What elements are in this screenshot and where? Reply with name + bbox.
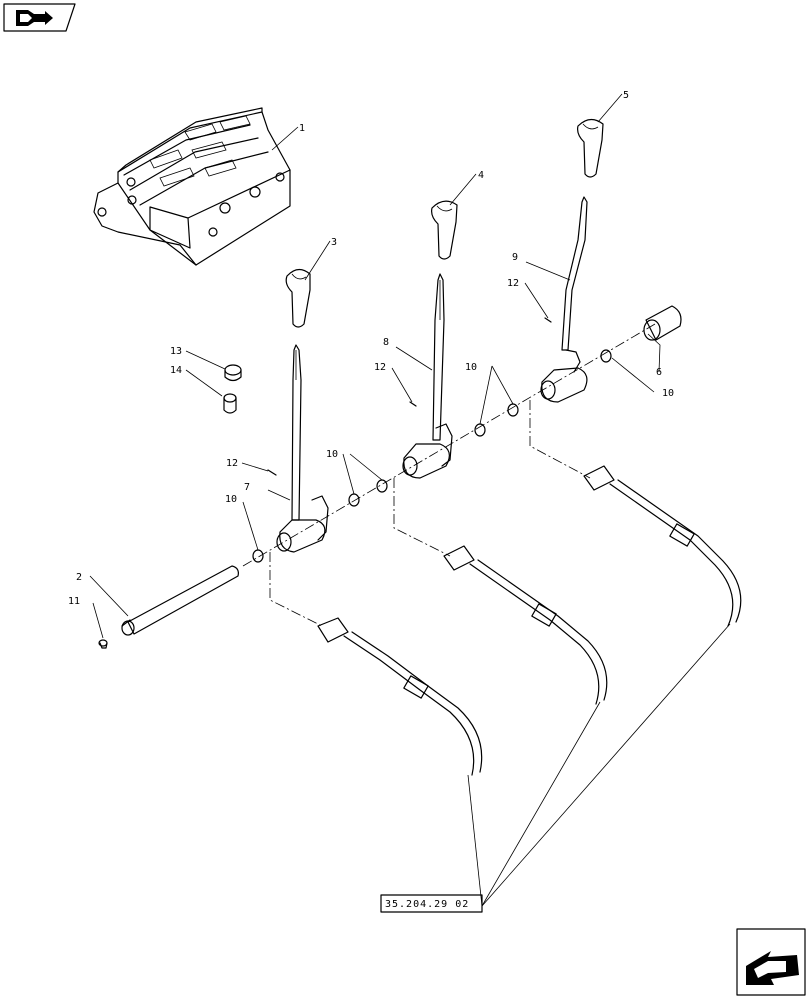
assembly-centerlines (242, 323, 656, 627)
callout-labels: 1 2 3 4 5 6 7 8 9 10 10 10 10 10 11 12 1… (68, 90, 674, 607)
callout-10-d: 10 (662, 388, 674, 399)
part-lever-7 (276, 344, 329, 553)
part-lever-9 (540, 196, 588, 403)
callout-5: 5 (623, 90, 629, 101)
part-pins-12 (267, 317, 552, 476)
part-bushing-6 (643, 305, 682, 341)
part-knob-4 (431, 200, 458, 260)
part-cable-left (317, 617, 483, 776)
leader-lines (89, 93, 731, 907)
arrow-left-icon (16, 10, 53, 26)
part-pin-14 (223, 393, 237, 414)
callout-7: 7 (244, 482, 250, 493)
callout-2: 2 (76, 572, 82, 583)
part-knob-5 (577, 118, 604, 178)
callout-12-a: 12 (226, 458, 238, 469)
arrow-right-icon (746, 951, 799, 985)
callout-14: 14 (170, 365, 182, 376)
callout-12-b: 12 (374, 362, 386, 373)
callout-11: 11 (68, 596, 80, 607)
part-knob-3 (285, 268, 311, 328)
callout-9: 9 (512, 252, 518, 263)
part-lever-8 (402, 273, 453, 479)
part-shifter-housing (93, 107, 291, 266)
part-washers-10 (252, 349, 612, 563)
callout-3: 3 (331, 237, 337, 248)
callout-10-c: 10 (465, 362, 477, 373)
part-shaft-2 (121, 565, 239, 636)
reference-box[interactable]: 35.204.29 02 (380, 894, 483, 913)
part-nut-13 (224, 364, 242, 382)
nav-next-button[interactable] (736, 928, 806, 996)
callout-4: 4 (478, 170, 484, 181)
callout-10-a: 10 (225, 494, 237, 505)
callout-1: 1 (299, 123, 305, 134)
callout-8: 8 (383, 337, 389, 348)
callout-12-c: 12 (507, 278, 519, 289)
reference-code: 35.204.29 02 (385, 899, 469, 910)
callout-13: 13 (170, 346, 182, 357)
part-cable-right (583, 465, 742, 627)
part-screw-11 (98, 639, 108, 649)
part-cable-middle (443, 545, 608, 705)
callout-6: 6 (656, 367, 662, 378)
nav-prev-button[interactable] (3, 3, 76, 32)
callout-10-b: 10 (326, 449, 338, 460)
